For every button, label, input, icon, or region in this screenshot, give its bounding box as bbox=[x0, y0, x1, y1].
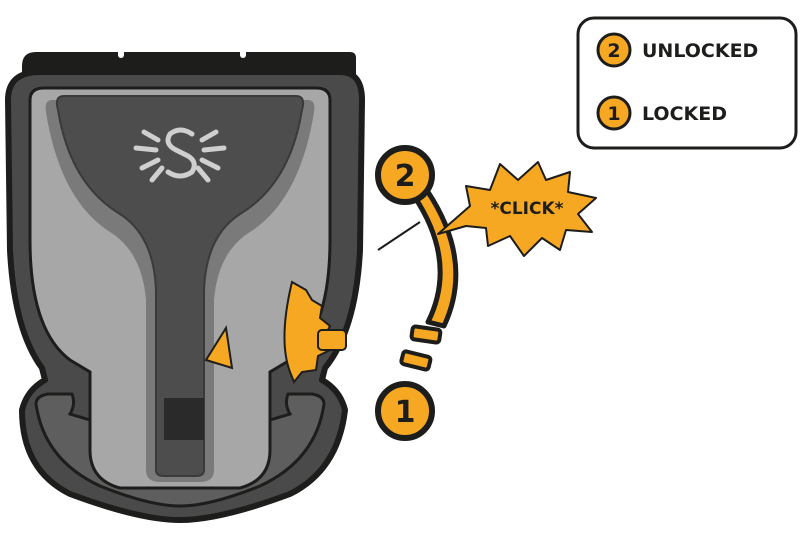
click-callout: *CLICK* bbox=[437, 161, 597, 257]
legend-number: 2 bbox=[607, 40, 620, 62]
click-burst bbox=[437, 161, 597, 257]
device-slot bbox=[164, 398, 204, 440]
dial-gear bbox=[283, 280, 332, 384]
click-text: *CLICK* bbox=[490, 199, 563, 219]
motion-line bbox=[377, 221, 421, 251]
lock-pointer bbox=[204, 325, 234, 370]
lock-dial bbox=[204, 280, 347, 384]
legend: 2 UNLOCKED 1 LOCKED bbox=[576, 16, 798, 150]
marker-locked: 1 bbox=[375, 381, 435, 441]
legend-label: LOCKED bbox=[642, 103, 727, 125]
legend-box bbox=[576, 16, 798, 150]
legend-item-locked: 1 LOCKED bbox=[596, 95, 727, 131]
dial-handle bbox=[317, 329, 347, 351]
legend-circle bbox=[596, 32, 632, 68]
marker-unlocked: 2 bbox=[375, 145, 435, 205]
notch bbox=[118, 48, 124, 58]
legend-circle bbox=[596, 95, 632, 131]
device bbox=[5, 48, 365, 523]
marker-circle bbox=[375, 145, 435, 205]
position-arc bbox=[377, 189, 459, 372]
marker-number: 2 bbox=[395, 159, 416, 194]
arc-dash bbox=[409, 324, 443, 345]
marker-circle bbox=[375, 381, 435, 441]
spider-s-logo-icon bbox=[133, 127, 227, 183]
legend-label: UNLOCKED bbox=[642, 40, 758, 62]
arc-dash bbox=[399, 349, 433, 372]
legend-number: 1 bbox=[607, 103, 620, 125]
arc-track bbox=[411, 189, 459, 329]
notch bbox=[240, 48, 246, 58]
device-face bbox=[55, 95, 305, 477]
legend-item-unlocked: 2 UNLOCKED bbox=[596, 32, 758, 68]
marker-number: 1 bbox=[395, 395, 416, 430]
